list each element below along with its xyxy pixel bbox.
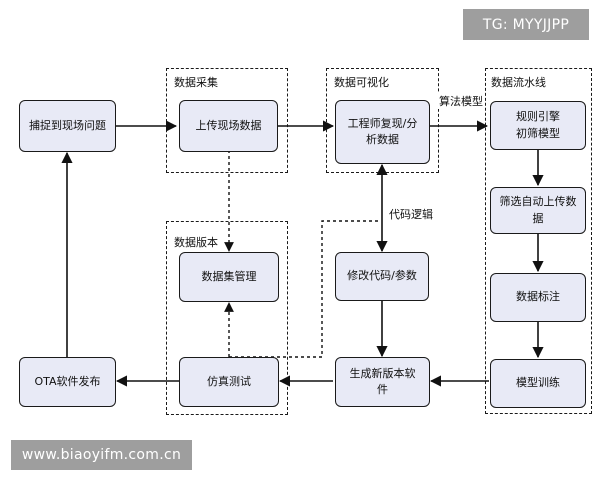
node-ota-release[interactable]: OTA软件发布 (19, 357, 116, 407)
node-dataset-management[interactable]: 数据集管理 (179, 252, 279, 302)
node-capture-field-issue[interactable]: 捕捉到现场问题 (19, 100, 116, 152)
edge-sim-to-code-logic (229, 220, 381, 358)
node-simulation-test[interactable]: 仿真测试 (179, 357, 279, 407)
node-rule-engine[interactable]: 规则引擎 初筛模型 (490, 101, 586, 150)
group-label-data-visualization: 数据可视化 (334, 76, 389, 89)
group-label-data-pipeline: 数据流水线 (491, 76, 546, 89)
node-build-new-version[interactable]: 生成新版本软 件 (335, 357, 430, 407)
watermark-bottom: www.biaoyifm.com.cn (11, 440, 192, 470)
node-model-training[interactable]: 模型训练 (490, 359, 586, 408)
node-data-labeling[interactable]: 数据标注 (490, 273, 586, 322)
node-upload-field-data[interactable]: 上传现场数据 (179, 100, 278, 152)
group-data-pipeline (485, 68, 592, 414)
group-label-data-collection: 数据采集 (174, 76, 218, 89)
group-data-version (166, 221, 288, 415)
group-label-data-version: 数据版本 (174, 236, 218, 249)
node-filter-auto-upload[interactable]: 筛选自动上传数 据 (490, 187, 586, 234)
watermark-top: TG: MYYJJPP (463, 9, 589, 40)
edge-label-algo-model: 算法模型 (438, 93, 484, 109)
node-modify-code-params[interactable]: 修改代码/参数 (335, 252, 429, 301)
node-engineer-analyze[interactable]: 工程师复现/分 析数据 (335, 100, 430, 164)
edge-label-code-logic: 代码逻辑 (388, 206, 434, 222)
